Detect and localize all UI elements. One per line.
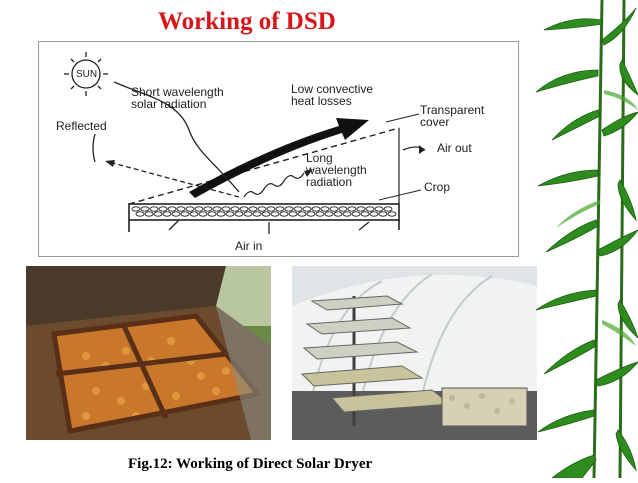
long-wavelength-label: Long wavelength radiation [306,151,367,189]
diagram-drawing [64,52,426,234]
crop-pointer [378,189,422,201]
sun-icon [64,52,108,96]
short-wavelength-label: Short wavelength solar radiation [131,85,224,111]
solar-radiation-ray [113,81,240,193]
air-in-arrow-right [358,221,370,231]
convective-loss-arrow [189,118,369,198]
figure-caption: Fig.12: Working of Direct Solar Dryer [128,456,373,472]
reflected-arrowhead [105,160,115,167]
transparent-cover-label: Transparent cover [420,103,485,129]
greenhouse-dryer-illustration [292,266,537,440]
box-dryer-illustration [26,266,271,440]
reflected-label: Reflected [56,119,107,133]
reflected-bracket [92,133,96,163]
reflected-ray [108,161,240,198]
box-dryer-photo [26,266,271,440]
crop-label: Crop [424,180,451,194]
air-out-arrowhead [419,145,425,154]
air-in-arrow-left [168,219,180,231]
long-wave-ray [243,172,305,198]
low-convective-label: Low convective heat losses [291,82,374,108]
greenhouse-dryer-photo [292,266,537,440]
sun-label: SUN [76,69,98,80]
air-in-label: Air in [235,239,263,253]
bamboo-leaves-graphic [535,0,638,479]
cover-pointer [385,113,420,123]
dryer-box [128,128,400,232]
bamboo-decoration [532,0,638,479]
transparent-cover-line [128,127,400,205]
crop-layer [131,206,397,217]
air-out-label: Air out [437,141,472,155]
solar-dryer-diagram: SUN Short wavelength solar radiation Low… [38,41,519,257]
slide-title: Working of DSD [158,8,336,35]
long-wave-arrowhead [304,169,313,177]
